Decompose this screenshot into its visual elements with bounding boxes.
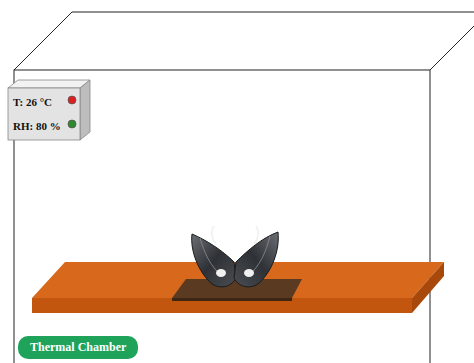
- chamber-outline: [14, 12, 474, 363]
- control-panel: T: 26 °CRH: 80 %: [8, 88, 70, 140]
- control-panel-box: [8, 80, 90, 140]
- reading-text: RH: 80 %: [13, 114, 70, 138]
- badge-text: Thermal Chamber: [30, 340, 126, 355]
- butterfly-sample: [192, 226, 279, 287]
- reading-text: T: 26 °C: [13, 90, 70, 114]
- chamber-name-badge: Thermal Chamber: [18, 336, 138, 359]
